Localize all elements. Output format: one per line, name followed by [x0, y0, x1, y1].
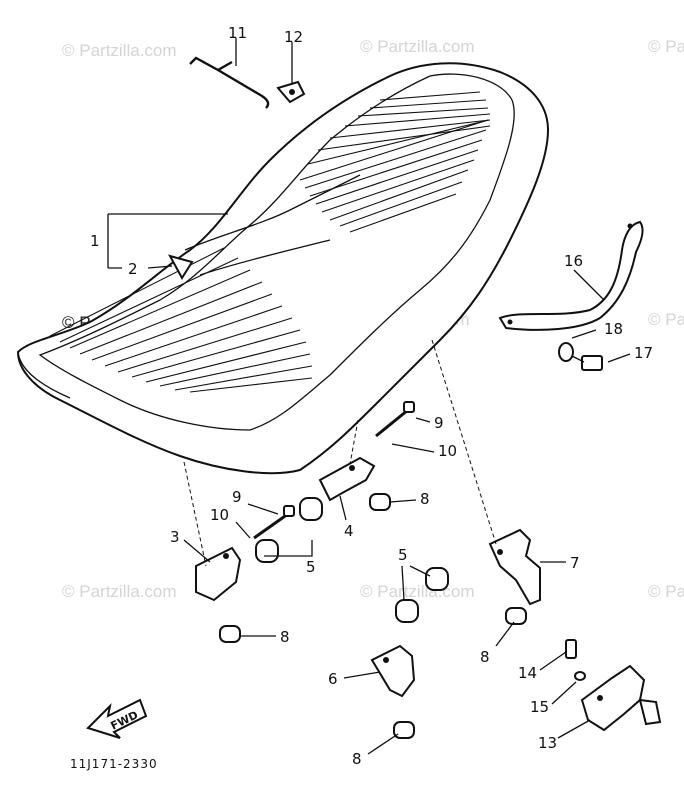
callout-5: 5: [398, 546, 408, 564]
callout-6: 6: [328, 670, 338, 688]
seat-pleats-front: [49, 247, 313, 393]
callout-14: 14: [518, 664, 537, 682]
seat-hump-line: [199, 239, 331, 276]
callout-9: 9: [232, 488, 242, 506]
part-16-grab-bar: [498, 220, 644, 331]
part-14-screw: [565, 639, 577, 659]
callout-18: 18: [604, 320, 623, 338]
callout-13: 13: [538, 734, 557, 752]
callout-12: 12: [284, 28, 303, 46]
part-8-nut: [219, 493, 527, 739]
part-2-tab: [167, 254, 194, 280]
callout-7: 7: [570, 554, 580, 572]
part-6-latch: [370, 644, 416, 698]
callout-17: 17: [634, 344, 653, 362]
part-7-hinge: [488, 528, 541, 606]
watermark: © Partzilla.com: [648, 37, 684, 56]
callout-10: 10: [210, 506, 229, 524]
callout-3: 3: [170, 528, 180, 546]
callout-8: 8: [480, 648, 490, 666]
part-17-bolt: [571, 355, 603, 371]
watermark: © Partzilla.com: [62, 41, 177, 60]
seat-assembly: [16, 62, 550, 475]
seat-top-outline: [38, 73, 515, 431]
callout-1: 1: [90, 232, 100, 250]
callout-4: 4: [344, 522, 354, 540]
part-3-bracket: [195, 546, 242, 602]
callout-8: 8: [420, 490, 430, 508]
part-15-washer: [574, 671, 586, 681]
callout-10: 10: [438, 442, 457, 460]
part-4-bracket: [318, 456, 376, 502]
part-5-damper: [255, 497, 449, 623]
seat-shell: [16, 62, 550, 475]
diagram-code: 11J171-2330: [70, 757, 158, 771]
callout-16: 16: [564, 252, 583, 270]
seat-hump-line: [184, 174, 361, 251]
callout-9: 9: [434, 414, 444, 432]
part-9-bolt: [253, 401, 415, 540]
watermark: © Partzilla.com: [62, 582, 177, 601]
callout-8: 8: [352, 750, 362, 768]
leader-lines: [107, 38, 631, 755]
watermark: © Partzilla.com: [648, 582, 684, 601]
callout-11: 11: [228, 24, 247, 42]
part-18-washer: [558, 342, 574, 362]
part-13-seat-lock: [580, 664, 662, 732]
seat-edge: [17, 351, 71, 399]
assembly-guides: [183, 339, 497, 567]
seat-pleats-rear: [299, 91, 491, 233]
callout-5: 5: [306, 558, 316, 576]
watermark: © Partzilla.com: [360, 37, 475, 56]
part-12-clip: [276, 80, 306, 104]
watermark: © Partzilla.com: [360, 582, 475, 601]
fwd-arrow: FWD: [86, 698, 148, 739]
part-11-rod: [189, 56, 270, 109]
callout-15: 15: [530, 698, 549, 716]
callouts: 11 12 1 2 16 18 17 9 10 9 10 8 3 4 5 5 7…: [90, 24, 653, 768]
callout-2: 2: [128, 260, 138, 278]
callout-8: 8: [280, 628, 290, 646]
watermark: © Partzilla.com: [648, 310, 684, 329]
